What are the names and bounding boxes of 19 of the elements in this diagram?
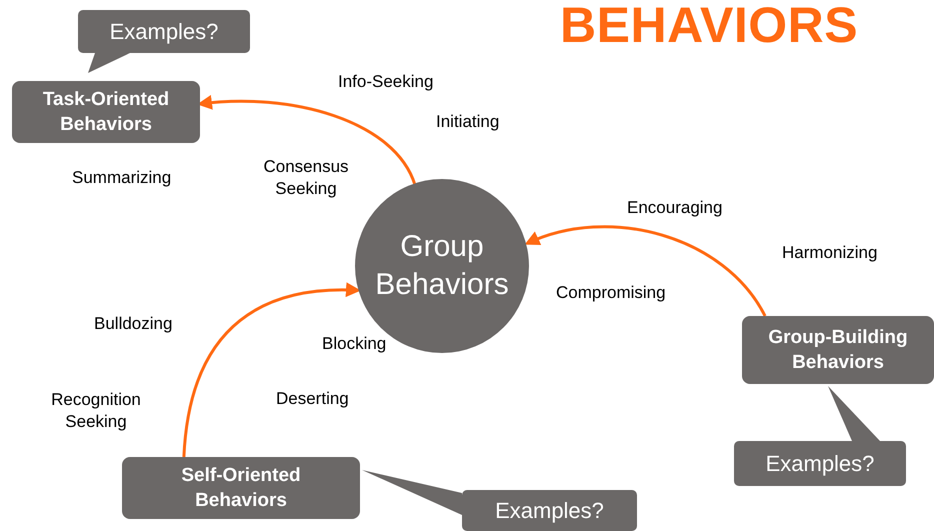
speech-bubble: Examples? (362, 465, 637, 531)
behavior-label: Summarizing (72, 167, 172, 189)
category-box: Group-Building Behaviors (742, 316, 934, 384)
category-box: Self-Oriented Behaviors (122, 457, 360, 519)
behavior-label: Encouraging (627, 197, 722, 219)
title: BEHAVIORS (560, 0, 858, 54)
curved-arrow (182, 282, 361, 458)
category-box: Task-Oriented Behaviors (12, 81, 200, 143)
behavior-label: Blocking (322, 333, 386, 355)
behavior-label: Harmonizing (782, 242, 878, 264)
behavior-label: Consensus Seeking (262, 156, 350, 200)
behavior-label: Compromising (556, 282, 666, 304)
behavior-label: Info-Seeking (338, 71, 434, 93)
curved-arrow (524, 226, 766, 317)
behavior-label: Initiating (436, 111, 500, 133)
behavior-label: Deserting (276, 388, 349, 410)
behavior-label: Bulldozing (94, 313, 172, 335)
behavior-label: Recognition Seeking (50, 389, 142, 433)
speech-bubble: Examples? (734, 386, 906, 486)
